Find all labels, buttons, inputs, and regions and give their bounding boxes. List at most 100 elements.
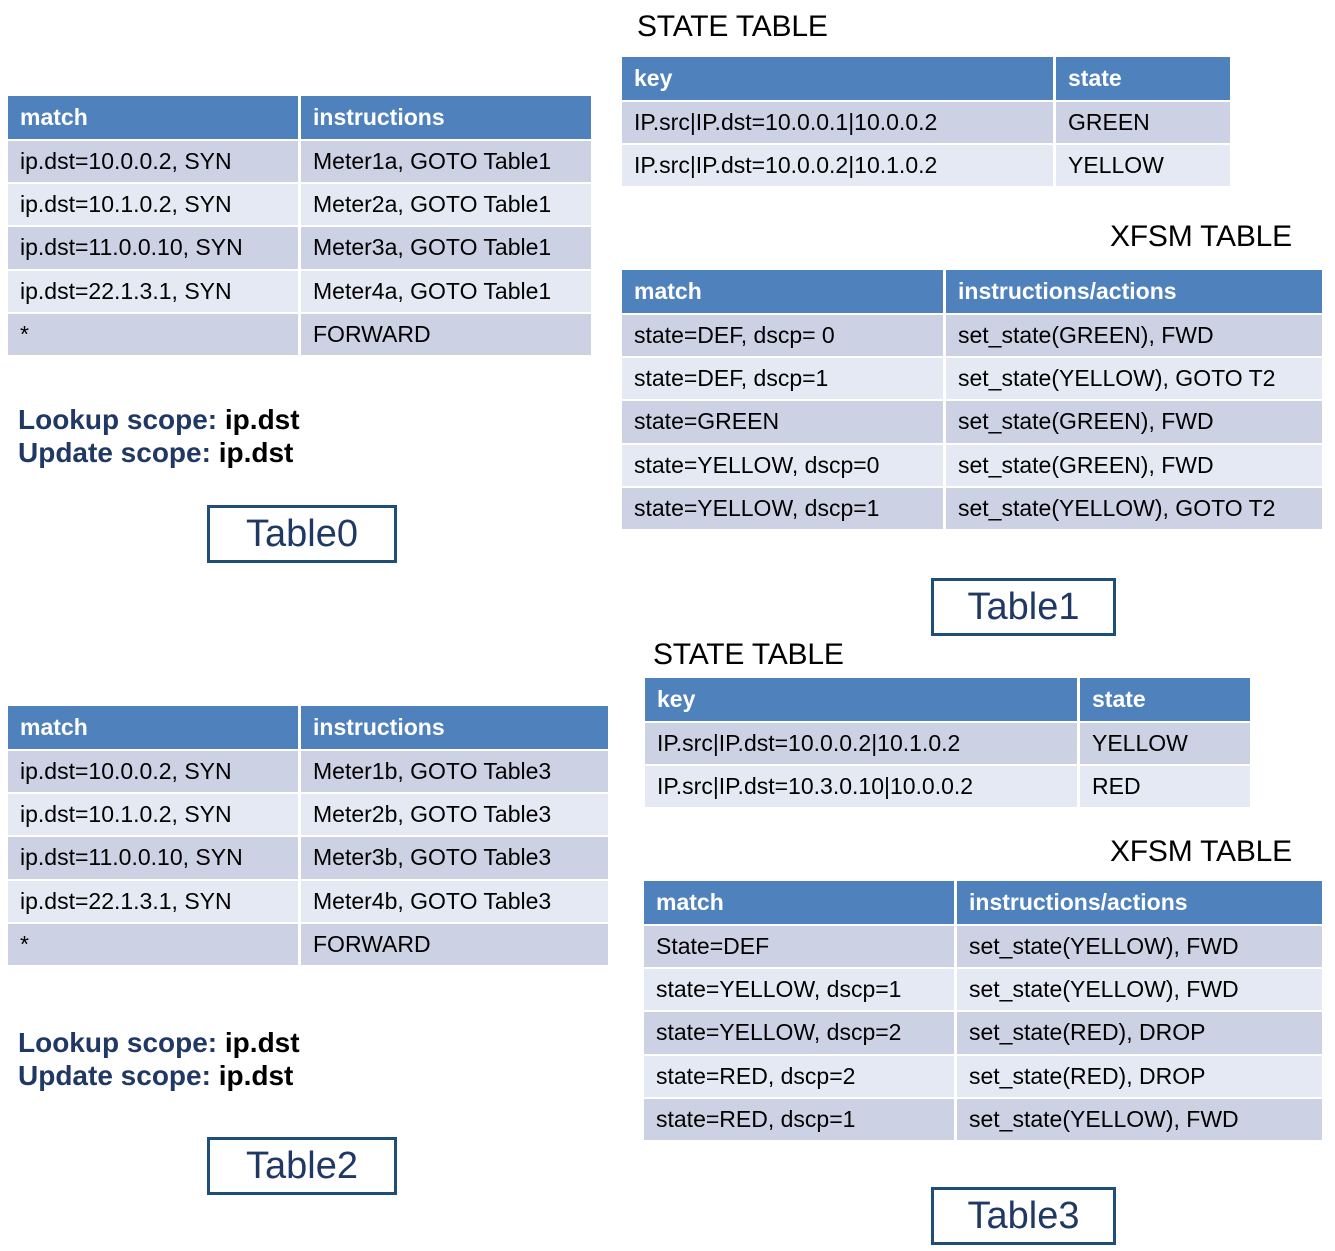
table3-xfsm-row-cell: state=RED, dscp=2 [644,1055,957,1099]
table1-xfsm-row-cell: state=YELLOW, dscp=0 [622,444,946,488]
lookup-scope-label: Lookup scope: [18,404,218,435]
table1-xfsm-row-cell: state=DEF, dscp=1 [622,358,946,402]
table2-scope-notes: Lookup scope: ip.dst Update scope: ip.ds… [18,1026,300,1092]
table0-row-cell: * [8,313,301,355]
table3-name-label: Table3 [967,1194,1080,1237]
table1-state-row-cell: IP.src|IP.dst=10.0.0.2|10.1.0.2 [622,145,1056,187]
table1-state-row-cell: YELLOW [1056,145,1230,187]
table2-row-cell: Meter3b, GOTO Table3 [301,837,608,881]
column-header-match: match [622,270,946,316]
table2-update-scope: Update scope: ip.dst [18,1059,300,1092]
table0-update-scope: Update scope: ip.dst [18,436,300,469]
table-header-row: match instructions/actions [622,270,1322,316]
table1-name-label: Table1 [967,585,1080,628]
table3-xfsm-row-cell: state=YELLOW, dscp=2 [644,1012,957,1056]
update-scope-label: Update scope: [18,1060,211,1092]
table1-xfsm-row-cell: set_state(YELLOW), GOTO T2 [946,487,1322,529]
table1-xfsm-row-cell: set_state(GREEN), FWD [946,401,1322,445]
table2-row-cell: Meter2b, GOTO Table3 [301,794,608,838]
table0-scope-notes: Lookup scope: ip.dst Update scope: ip.ds… [18,403,300,469]
update-scope-value: ip.dst [218,1060,294,1092]
column-header-instructions-actions: instructions/actions [957,881,1322,927]
table2-row-cell: FORWARD [301,923,608,965]
table1-xfsm-row-cell: set_state(GREEN), FWD [946,315,1322,359]
table2-row-cell: ip.dst=10.0.0.2, SYN [8,751,301,795]
table1-xfsm-row-cell: state=DEF, dscp= 0 [622,315,946,359]
table3-xfsm-row-cell: set_state(YELLOW), FWD [957,926,1322,970]
table1-state-row-cell: IP.src|IP.dst=10.0.0.1|10.0.0.2 [622,102,1056,146]
table3-xfsm-table-heading: XFSM TABLE [1110,835,1292,868]
table0-name-box: Table0 [207,505,397,563]
table3-xfsm-row-cell: set_state(YELLOW), FWD [957,969,1322,1013]
table3-xfsm-row-cell: State=DEF [644,926,957,970]
table3-state-table-heading: STATE TABLE [653,638,844,671]
table1-name-box: Table1 [931,578,1116,636]
table3-xfsm-row-cell: state=RED, dscp=1 [644,1098,957,1140]
table0-row: *FORWARD [8,313,591,355]
table1-state-row-cell: GREEN [1056,102,1230,146]
column-header-match: match [644,881,957,927]
table2-name-label: Table2 [246,1144,358,1187]
table0-row-cell: ip.dst=11.0.0.10, SYN [8,227,301,271]
lookup-scope-label: Lookup scope: [18,1027,218,1058]
table-header-row: key state [645,678,1250,724]
table2-row-cell: ip.dst=11.0.0.10, SYN [8,837,301,881]
table2-lookup-scope: Lookup scope: ip.dst [18,1026,300,1059]
column-header-instructions: instructions [301,96,591,142]
table2-row: *FORWARD [8,923,608,965]
table3-state-row-cell: IP.src|IP.dst=10.0.0.2|10.1.0.2 [645,723,1080,767]
table1-state-table: key state IP.src|IP.dst=10.0.0.1|10.0.0.… [622,57,1230,187]
table0-row-cell: ip.dst=22.1.3.1, SYN [8,270,301,314]
table1-xfsm-table: match instructions/actions state=DEF, ds… [622,270,1322,529]
table1-xfsm-row-cell: state=GREEN [622,401,946,445]
table-header-row: match instructions [8,96,591,142]
table0-row-cell: FORWARD [301,313,591,355]
table1-state-table-heading: STATE TABLE [637,10,828,43]
table3-state-row-cell: RED [1080,766,1250,808]
update-scope-label: Update scope: [18,437,211,469]
table-header-row: key state [622,57,1230,103]
table0-row-cell: Meter1a, GOTO Table1 [301,141,591,185]
table-header-row: match instructions/actions [644,881,1322,927]
column-header-state: state [1056,57,1230,103]
update-scope-value: ip.dst [218,437,294,469]
column-header-match: match [8,706,301,752]
table0-row-cell: ip.dst=10.1.0.2, SYN [8,184,301,228]
table2-row-cell: Meter1b, GOTO Table3 [301,751,608,795]
table3-state-row-cell: IP.src|IP.dst=10.3.0.10|10.0.0.2 [645,766,1080,808]
table2-row-cell: ip.dst=22.1.3.1, SYN [8,880,301,924]
table2-name-box: Table2 [207,1137,397,1195]
column-header-key: key [622,57,1056,103]
table-header-row: match instructions [8,706,608,752]
table3-xfsm-row-cell: set_state(YELLOW), FWD [957,1098,1322,1140]
table0-row-cell: Meter4a, GOTO Table1 [301,270,591,314]
lookup-scope-value: ip.dst [224,404,300,435]
table1-xfsm-row-cell: set_state(GREEN), FWD [946,444,1322,488]
table3-name-box: Table3 [931,1187,1116,1245]
lookup-scope-value: ip.dst [224,1027,300,1058]
column-header-state: state [1080,678,1250,724]
